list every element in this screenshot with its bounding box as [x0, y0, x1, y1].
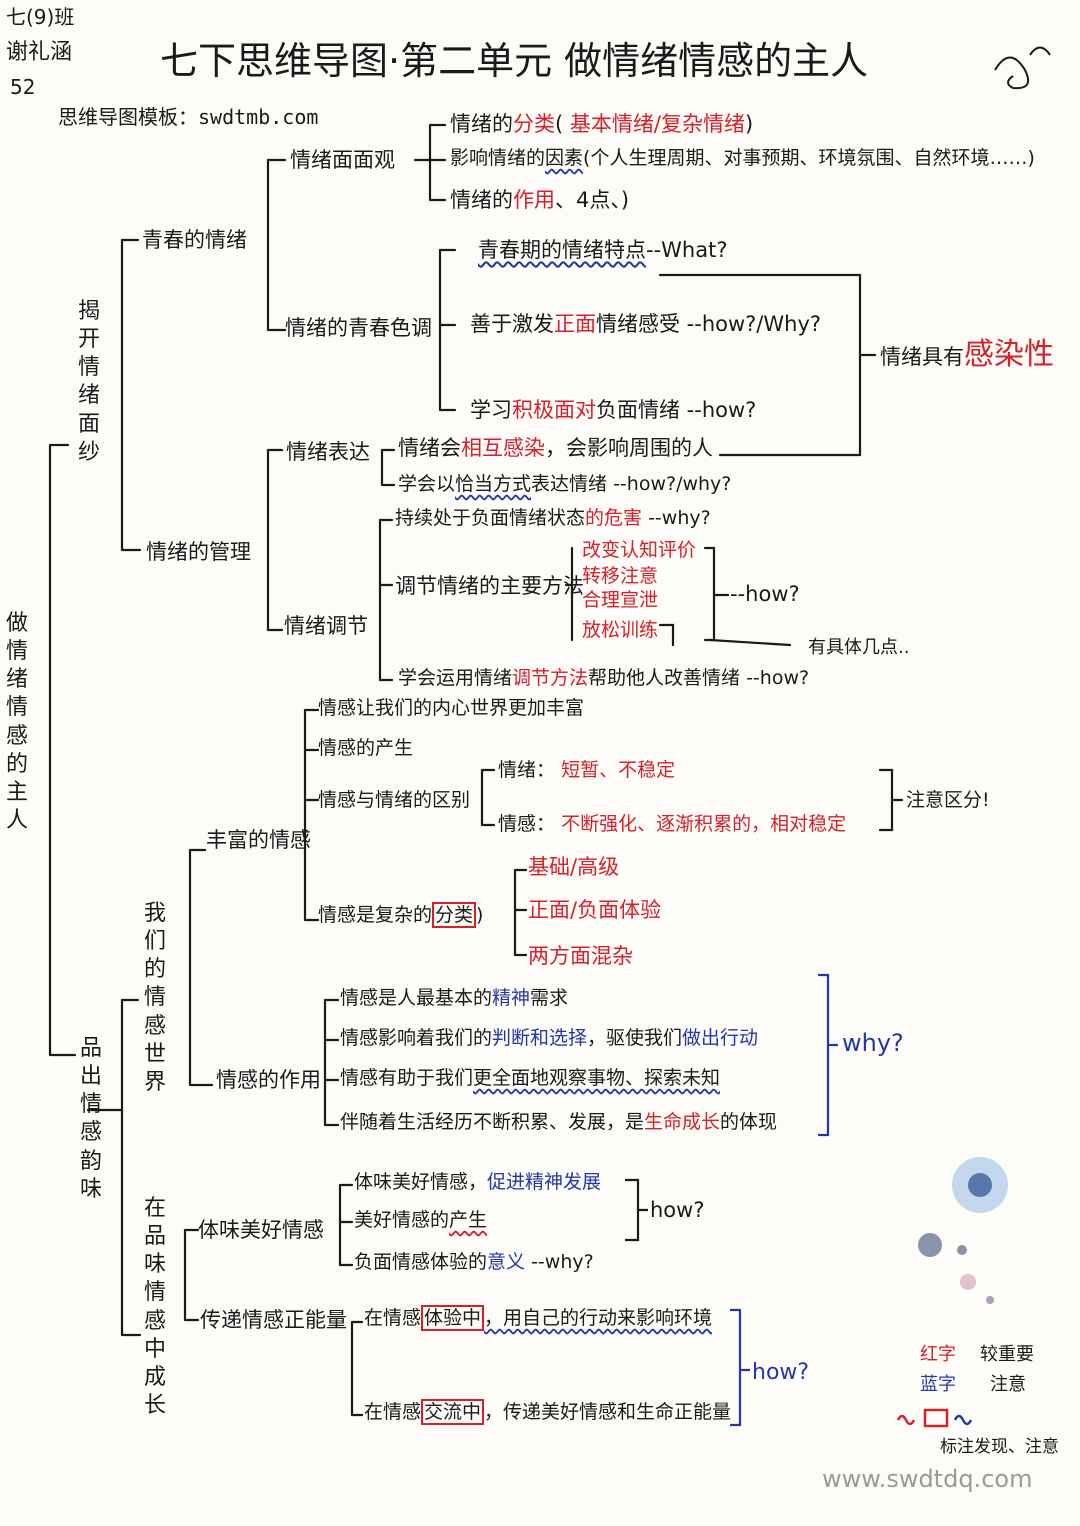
diff-emotion: 情绪： 短暂、不稳定: [498, 759, 676, 781]
expr-item-proper: 学会以恰当方式表达情绪 --how?/why?: [398, 473, 732, 495]
expr-item-mutual: 情绪会相互感染，会影响周围的人: [398, 436, 713, 460]
watermark-top: 思维导图模板：swdtmb.com: [58, 105, 319, 129]
branch2-node: 品出情感韵味: [79, 1036, 102, 1202]
reg-item-methods: 调节情绪的主要方法: [395, 574, 584, 598]
author-class: 七(9)班: [6, 5, 75, 29]
rich-item-inner: 情感让我们的内心世界更加丰富: [318, 697, 585, 719]
sub1a-item-function: 情绪的作用、4点、): [450, 188, 630, 212]
type-positive: 正面/负面体验: [528, 898, 662, 922]
taste-item-3: 负面情感体验的意义 --why?: [354, 1251, 594, 1273]
rich-item-diff: 情感与情绪的区别: [318, 789, 471, 811]
swirl-decoration-icon: [994, 46, 1051, 90]
sub1a-item-classification: 情绪的分类( 基本情绪/复杂情绪): [450, 112, 754, 136]
sub1b-item-negative: 学习积极面对负面情绪 --how?: [470, 398, 757, 422]
role-item-1: 情感是人最基本的精神需求: [340, 987, 569, 1009]
root-node: 做情绪情感的主人: [5, 611, 28, 834]
reg-item-help: 学会运用情绪调节方法帮助他人改善情绪 --how?: [398, 667, 810, 689]
method-4: 放松训练: [582, 619, 659, 641]
branch1-sub1: 青春的情绪: [142, 228, 247, 252]
role-item-2: 情感影响着我们的判断和选择，驱使我们做出行动: [340, 1027, 759, 1049]
branch1-sub2: 情绪的管理: [146, 540, 251, 564]
author-number: 52: [10, 75, 36, 99]
branch2-sub1: 我们的情感世界: [143, 901, 166, 1095]
branch1-sub2-b: 情绪调节: [284, 614, 368, 638]
diff-note: 注意区分!: [906, 789, 990, 811]
branch2-sub2: 在品味情感中成长: [143, 1196, 166, 1419]
branch2-sub2-a: 体味美好情感: [198, 1218, 324, 1242]
methods-note: 有具体几点..: [808, 637, 910, 658]
flower-decoration-icon: [918, 1157, 1008, 1304]
author-name: 谢礼涵: [6, 40, 73, 65]
diff-feeling: 情感： 不断强化、逐渐积累的，相对稳定: [498, 813, 847, 835]
root-bracket: [48, 443, 77, 1057]
method-3: 合理宣泄: [582, 589, 659, 611]
branch1-sub1-a: 情绪面面观: [290, 148, 395, 172]
reg-item-harm: 持续处于负面情绪状态的危害 --why?: [395, 507, 711, 529]
method-2: 转移注意: [582, 565, 659, 587]
convey-item-2: 在情感交流中，传递美好情感和生命正能量: [364, 1399, 732, 1425]
taste-item-2: 美好情感的产生: [354, 1209, 488, 1231]
role-item-3: 情感有助于我们更全面地观察事物、探索未知: [340, 1067, 721, 1089]
convey-item-1: 在情感体验中，用自己的行动来影响环境: [364, 1305, 713, 1331]
role-item-4: 伴随着生活经历不断积累、发展，是生命成长的体现: [340, 1111, 778, 1133]
legend-marks-desc: 标注发现、注意: [940, 1437, 1059, 1457]
sub1b-item-positive: 善于激发正面情绪感受 --how?/Why?: [470, 312, 822, 336]
legend-marks-icon: [896, 1408, 973, 1428]
taste-how: how?: [650, 1198, 705, 1222]
rich-item-complex: 情感是复杂的分类): [318, 902, 484, 928]
branch2-sub1-b: 情感的作用: [216, 1068, 321, 1092]
legend-red-desc: 较重要: [980, 1344, 1034, 1365]
taste-item-1: 体味美好情感，促进精神发展: [354, 1171, 602, 1193]
branch1-sub1-b: 情绪的青春色调: [285, 316, 432, 340]
type-basic: 基础/高级: [528, 855, 620, 879]
sub1-bracket: [266, 158, 287, 332]
method-1: 改变认知评价: [582, 539, 697, 561]
role-why: why?: [842, 1029, 904, 1057]
watermark-bottom: www.swdtdq.com: [822, 1465, 1033, 1493]
branch2-sub1-a: 丰富的情感: [206, 828, 311, 852]
methods-how: --how?: [730, 582, 800, 606]
legend-blue-label: 蓝字: [920, 1374, 956, 1395]
branch1-node: 揭开情绪面纱: [77, 299, 100, 465]
rich-item-origin: 情感的产生: [318, 737, 414, 759]
convey-how: how?: [752, 1360, 810, 1385]
legend-blue-desc: 注意: [990, 1374, 1026, 1395]
sub1a-item-factors: 影响情绪的因素(个人生理周期、对事预期、环境氛围、自然环境……): [450, 147, 1035, 169]
type-mixed: 两方面混杂: [528, 944, 633, 968]
branch1-bracket: [120, 238, 142, 552]
legend-red-label: 红字: [920, 1344, 956, 1365]
sub1b-item-traits: 青春期的情绪特点--What?: [478, 238, 728, 262]
branch2-sub2-b: 传递情感正能量: [200, 1308, 347, 1332]
branch1-sub2-a: 情绪表达: [286, 440, 370, 464]
page-title: 七下思维导图·第二单元 做情绪情感的主人: [160, 39, 869, 83]
emotion-infectious-note: 情绪具有感染性: [880, 337, 1054, 372]
